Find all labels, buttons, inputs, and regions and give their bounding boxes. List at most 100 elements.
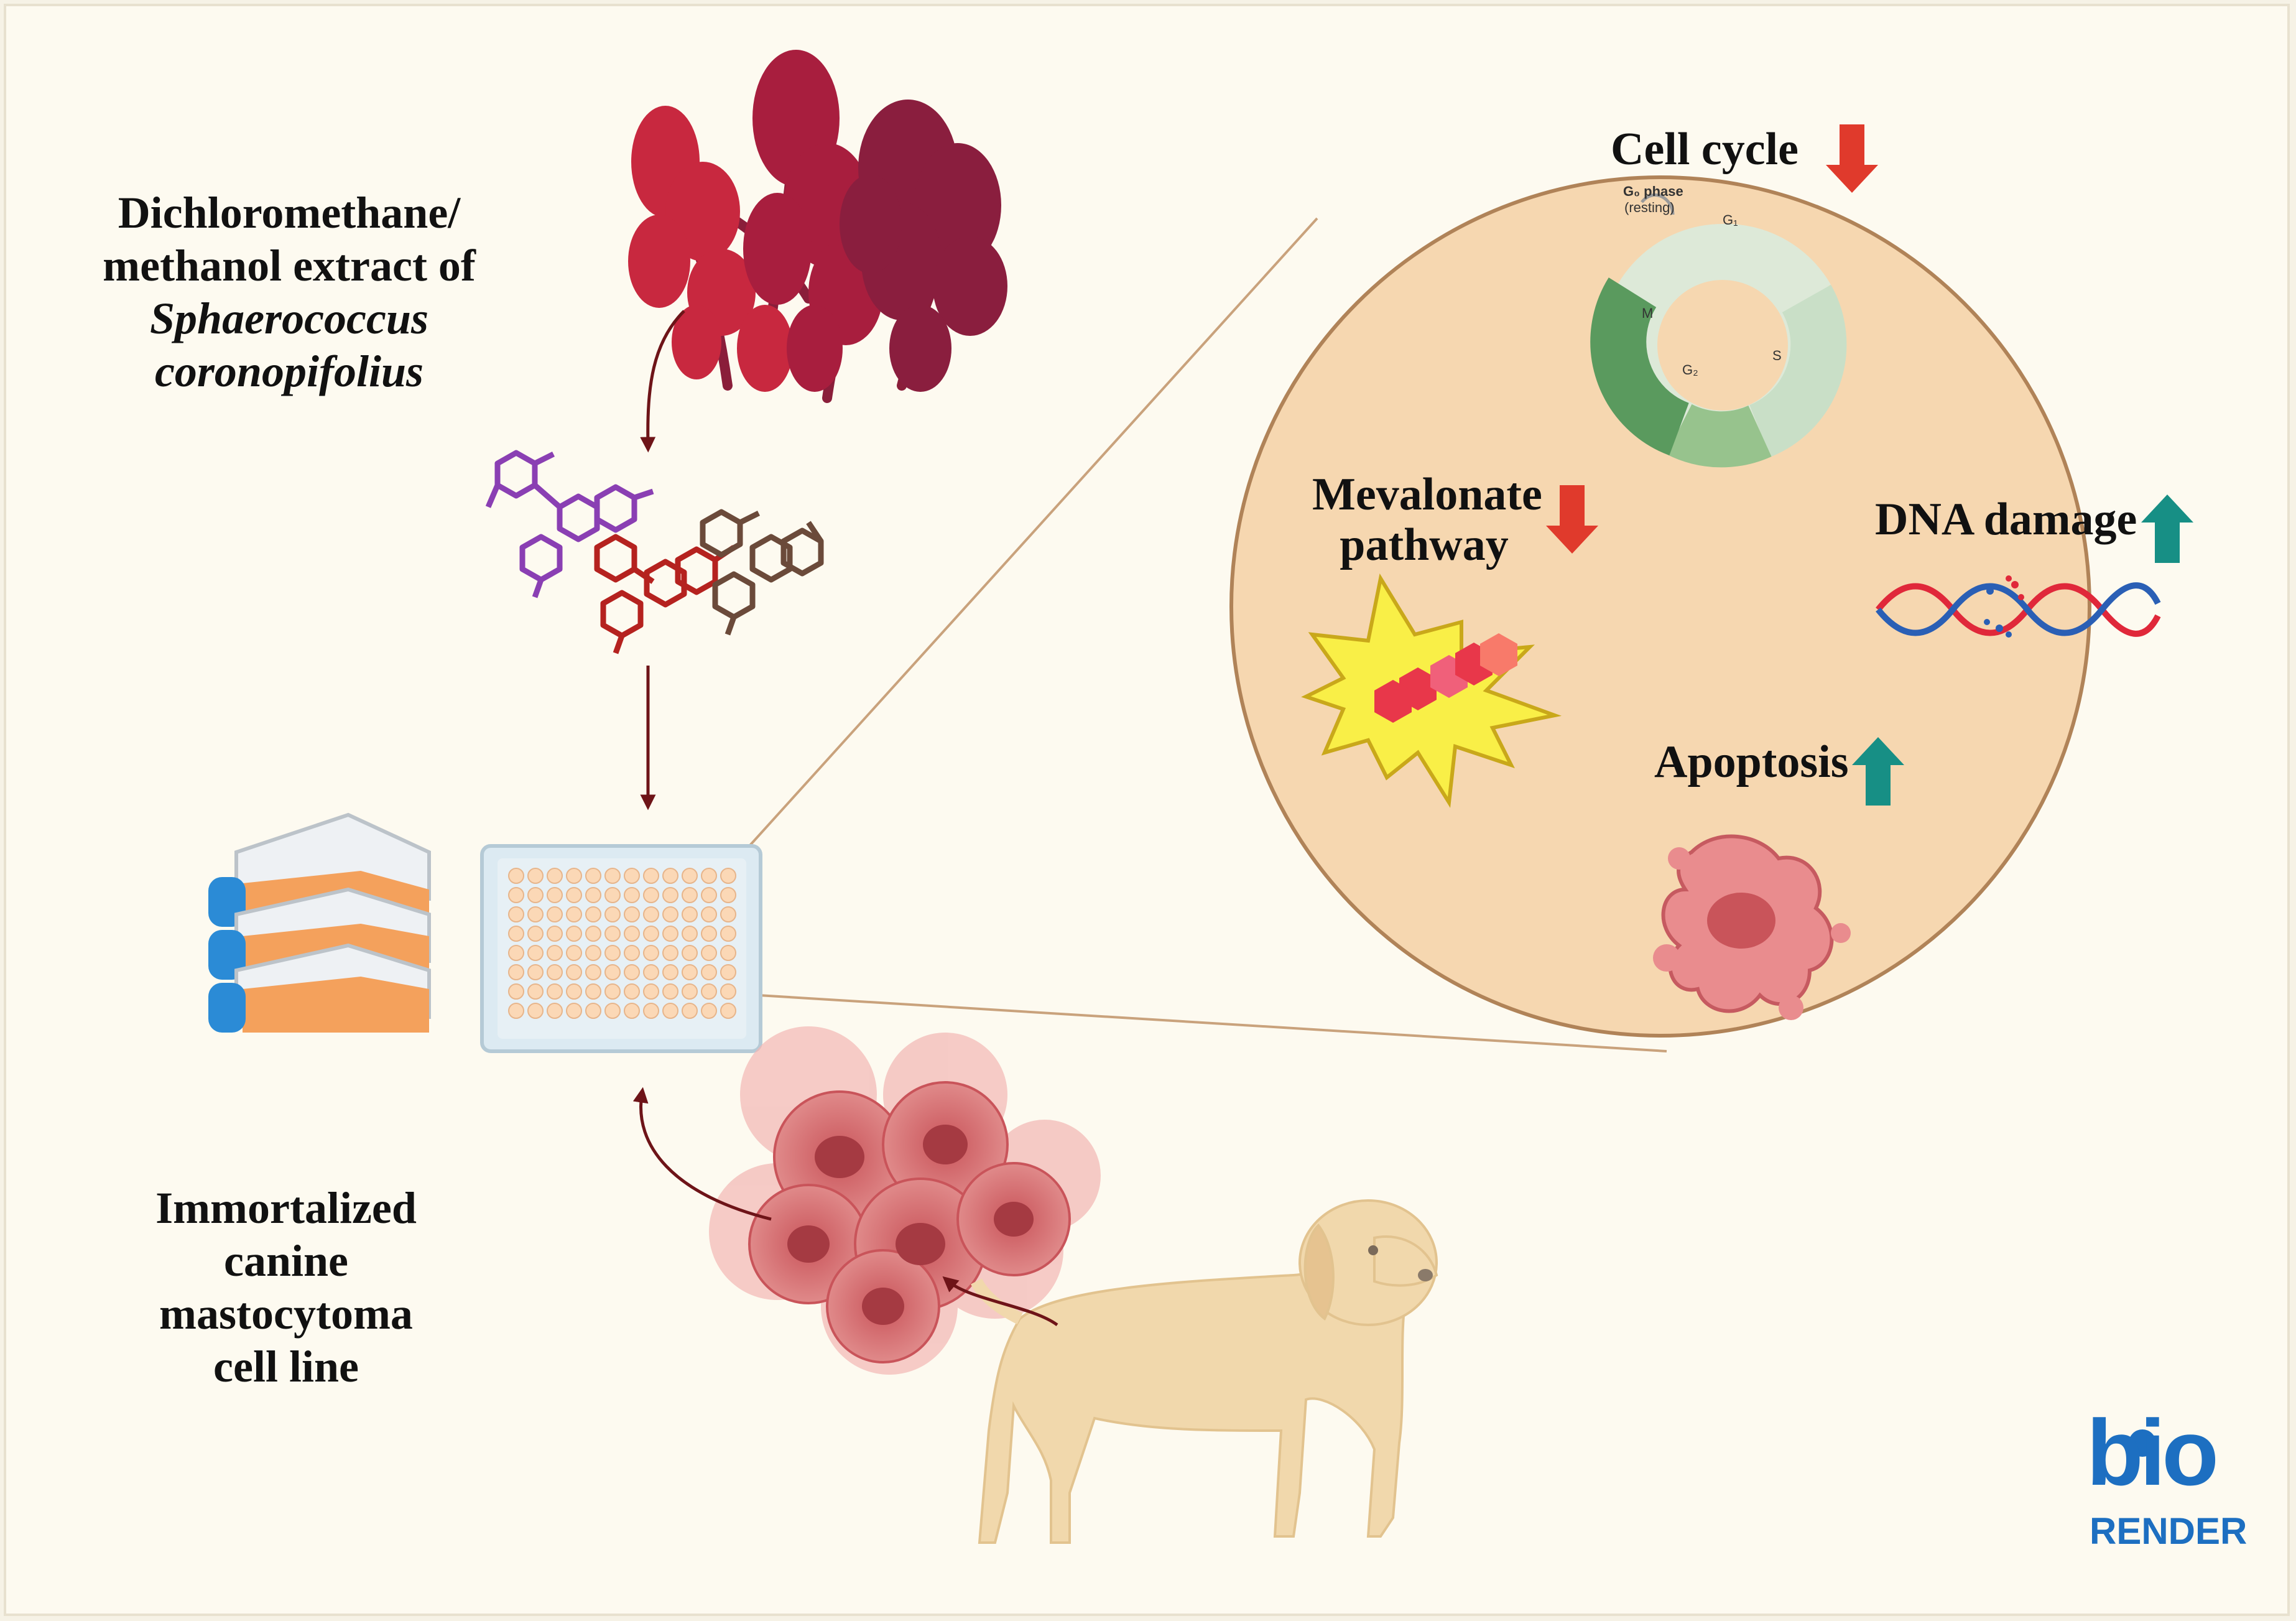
plate-well [643, 887, 659, 903]
dog-icon [971, 1199, 1438, 1544]
plate-well [643, 906, 659, 922]
plate-well [508, 868, 524, 884]
plate-well [701, 926, 717, 942]
plate-well [527, 945, 544, 961]
arrow-cells-to-plate [632, 1087, 772, 1221]
plate-well [604, 964, 621, 980]
plate-well [682, 945, 698, 961]
plate-well [682, 868, 698, 884]
biorender-logo-bottom: RENDER [2090, 1510, 2247, 1552]
plate-well [508, 906, 524, 922]
plate-well [585, 945, 601, 961]
plate-well [566, 926, 582, 942]
apoptosis-label: Apoptosis [1654, 736, 1849, 787]
plate-well [527, 868, 544, 884]
plate-well [604, 868, 621, 884]
plate-well [624, 983, 640, 1000]
plate-well [527, 926, 544, 942]
plate-well [701, 983, 717, 1000]
plate-well [527, 964, 544, 980]
g2-label: G₂ [1682, 362, 1698, 378]
plate-well [701, 887, 717, 903]
plate-well [547, 906, 563, 922]
plate-well [701, 868, 717, 884]
biorender-logo-top: bio [2086, 1400, 2219, 1505]
plate-well [547, 964, 563, 980]
mevalonate-down-arrow [1546, 485, 1598, 554]
plate-well [566, 945, 582, 961]
plate-well [508, 964, 524, 980]
dna-damage-label: DNA damage [1875, 494, 2137, 545]
plate-well [662, 906, 678, 922]
plate-well [585, 964, 601, 980]
plate-well [566, 1003, 582, 1019]
cell-cycle-diagram [1590, 193, 1847, 468]
plate-well [643, 926, 659, 942]
plate-well [682, 1003, 698, 1019]
apoptosis-up-arrow [1852, 737, 1904, 806]
plate-well [720, 964, 736, 980]
cell-line-label-line4: cell line [213, 1341, 359, 1391]
plate-well [604, 926, 621, 942]
plate-well [662, 964, 678, 980]
plate-well [624, 887, 640, 903]
plate-well [720, 1003, 736, 1019]
s-label: S [1772, 348, 1782, 363]
g1-label: G₁ [1723, 212, 1738, 228]
plate-well [662, 887, 678, 903]
compound-structures-icon [485, 450, 824, 654]
cell-culture-flasks-icon [208, 812, 431, 1033]
plate-well [624, 964, 640, 980]
plate-well [585, 926, 601, 942]
dna-damage-up-arrow [2141, 495, 2193, 563]
plate-well [566, 887, 582, 903]
plate-well [662, 945, 678, 961]
plate-well [585, 887, 601, 903]
mevalonate-label: Mevalonate pathway [1312, 469, 1542, 571]
plate-well [547, 887, 563, 903]
plate-well [624, 945, 640, 961]
arrow-seaweed-to-compounds [640, 310, 685, 453]
mevalonate-starburst-icon [1301, 573, 1562, 808]
plate-well [720, 945, 736, 961]
plate-well [701, 906, 717, 922]
plate-well [720, 926, 736, 942]
plate-well [720, 983, 736, 1000]
zoom-circle [1229, 175, 2091, 1038]
dna-helix-icon [1876, 575, 2161, 638]
cell-line-label-line3: mastocytoma [159, 1288, 413, 1339]
extract-label-line3: Sphaerococcus [150, 293, 428, 343]
plate-well [682, 983, 698, 1000]
plate-well [624, 868, 640, 884]
plate-well [527, 1003, 544, 1019]
plate-well [624, 926, 640, 942]
plate-well [662, 983, 678, 1000]
plate-well [701, 945, 717, 961]
plate-well [604, 1003, 621, 1019]
plate-well [682, 964, 698, 980]
mevalonate-label-line2: pathway [1340, 519, 1509, 571]
g0-phase-sublabel: (resting) [1624, 200, 1675, 215]
plate-well [527, 906, 544, 922]
cell-cycle-label: Cell cycle [1611, 124, 1798, 175]
biorender-logo-mark [2129, 1429, 2156, 1457]
plate-well [662, 926, 678, 942]
cell-line-label-line2: canine [223, 1235, 348, 1286]
m-label: M [1642, 305, 1654, 321]
plate-well [508, 926, 524, 942]
plate-well [585, 906, 601, 922]
plate-well [643, 964, 659, 980]
plate-well [604, 887, 621, 903]
plate-well [720, 906, 736, 922]
apoptotic-cell-icon [1653, 834, 1851, 1020]
plate-well [624, 906, 640, 922]
plate-well [682, 926, 698, 942]
plate-well [643, 868, 659, 884]
plate-well [720, 887, 736, 903]
plate-well [508, 983, 524, 1000]
arrow-dog-to-cells [942, 1276, 1058, 1327]
plate-well [585, 983, 601, 1000]
plate-well [547, 868, 563, 884]
g0-phase-label: G₀ phase [1623, 183, 1683, 199]
plate-well [508, 1003, 524, 1019]
